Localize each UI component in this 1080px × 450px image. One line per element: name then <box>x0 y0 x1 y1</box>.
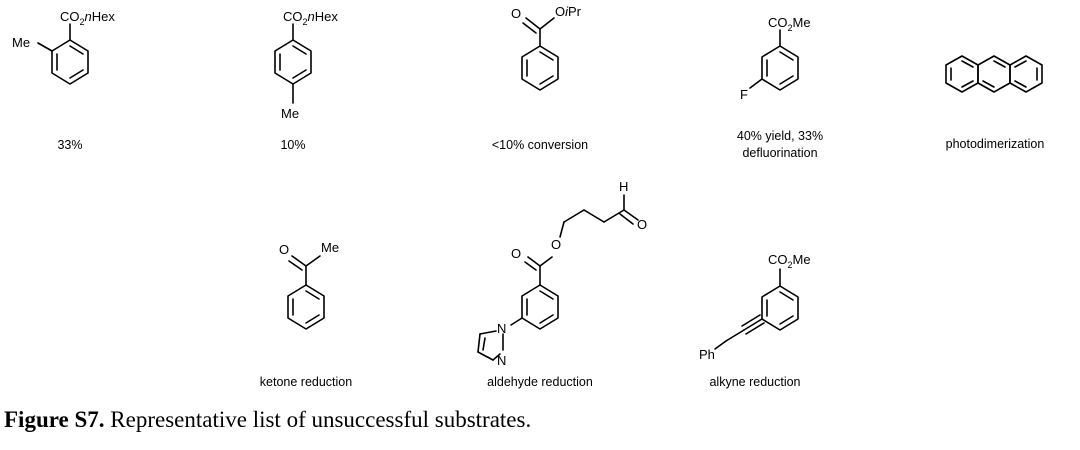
phenyl-label: Ph <box>699 347 715 362</box>
structure-isopropyl-benzoate: O OiPr <box>511 4 582 91</box>
structure-hexyl-4-methylbenzoate: CO2nHex Me <box>274 9 338 121</box>
result-substrate-4-line-1: 40% yield, 33% <box>736 129 824 143</box>
result-substrate-8: alkyne reduction <box>709 375 801 389</box>
pyrazole-n1-label: N <box>497 321 506 336</box>
result-substrate-4: 40% yield, 33% defluorination <box>710 128 850 162</box>
structure-hexyl-2-methylbenzoate: CO2nHex Me <box>12 9 115 85</box>
structure-methyl-3-fluorobenzoate: CO2Me F <box>740 15 811 102</box>
structure-acetophenone: O Me <box>279 240 339 330</box>
carbonyl-o-label: O <box>511 6 521 21</box>
figure-label: Figure S7. <box>4 407 105 432</box>
structure-methyl-3-phenylethynylbenzoate: CO2Me Ph <box>699 252 811 362</box>
ester-label: CO2nHex <box>283 9 338 27</box>
ester-o-label: O <box>551 237 561 252</box>
result-substrate-6: ketone reduction <box>259 375 353 389</box>
structure-aldehyde-ester: O O H O N N <box>477 179 647 368</box>
methyl-label: Me <box>281 106 299 121</box>
structure-anthracene <box>945 55 1043 93</box>
figure-caption: Figure S7. Representative list of unsucc… <box>4 407 1074 433</box>
fluoro-label: F <box>740 87 748 102</box>
carbonyl-o-label: O <box>511 246 521 261</box>
ester-label: CO2Me <box>768 15 811 33</box>
ester-label: CO2Me <box>768 252 811 270</box>
aldehyde-o-label: O <box>637 217 647 232</box>
methyl-label: Me <box>321 240 339 255</box>
result-substrate-1: 33% <box>57 138 83 152</box>
isopropoxy-label: OiPr <box>555 4 582 19</box>
pyrazole-n2-label: N <box>497 353 506 368</box>
result-substrate-5: photodimerization <box>945 137 1045 151</box>
result-substrate-3: <10% conversion <box>491 138 589 152</box>
aldehyde-h-label: H <box>619 179 628 194</box>
figure-caption-text: Representative list of unsuccessful subs… <box>104 407 532 432</box>
substrate-scheme: CO2nHex Me CO2nHex Me O OiPr CO2Me F <box>12 4 1043 368</box>
result-substrate-7: aldehyde reduction <box>487 375 593 389</box>
result-substrate-2: 10% <box>280 138 306 152</box>
carbonyl-o-label: O <box>279 242 289 257</box>
result-substrate-4-line-2: defluorination <box>742 146 818 160</box>
methyl-label: Me <box>12 35 30 50</box>
ester-label: CO2nHex <box>60 9 115 27</box>
